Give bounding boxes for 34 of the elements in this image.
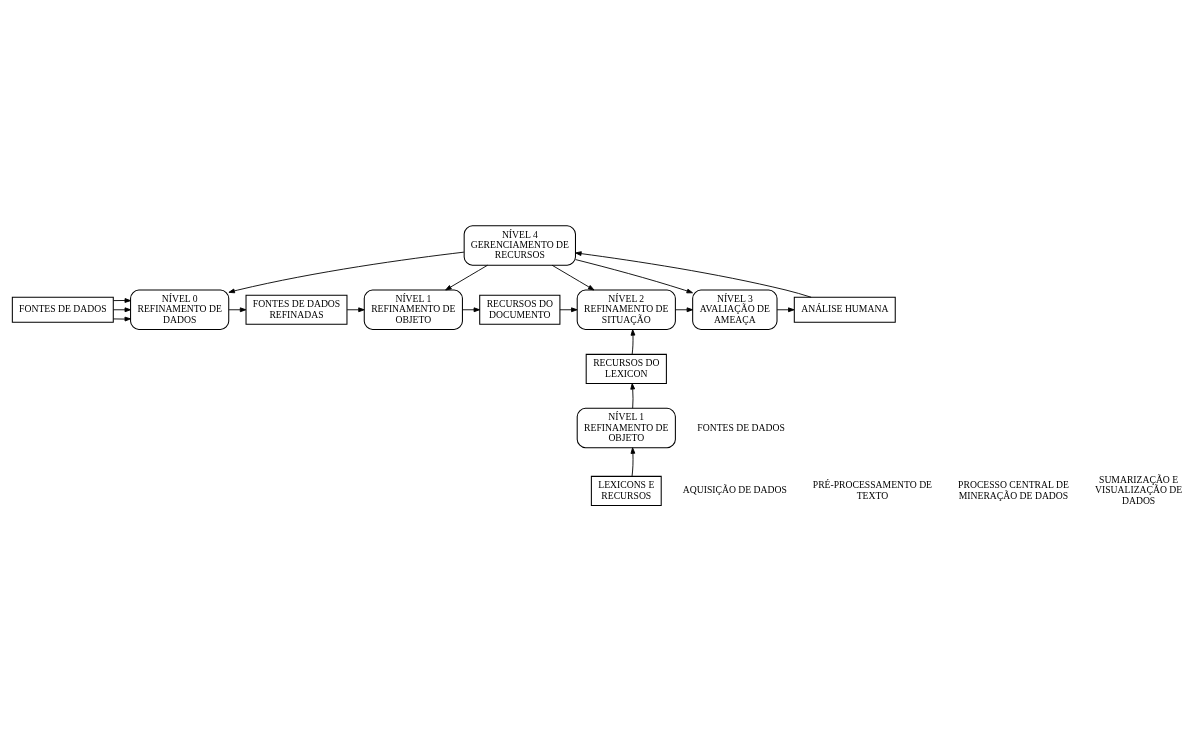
label: PRÉ-PROCESSAMENTO DE TEXTO [812, 478, 933, 501]
node-box: NÍVEL 0 REFINAMENTO DE DADOS [130, 289, 230, 330]
arrow [346, 306, 365, 312]
arrow [551, 264, 595, 290]
arrow [630, 382, 636, 409]
node-box: NÍVEL 4 GERENCIAMENTO DE RECURSOS [463, 224, 576, 266]
node-box: NÍVEL 1 REFINAMENTO DE OBJETO [363, 289, 463, 330]
arrow [228, 251, 465, 293]
node-box: ANÁLISE HUMANA [793, 296, 896, 323]
label: FONTES DE DADOS [697, 421, 785, 433]
node-box: NÍVEL 3 AVALIAÇÃO DE AMEAÇA [692, 289, 778, 330]
arrow [113, 316, 131, 321]
arrow [630, 446, 636, 477]
arrow [776, 306, 795, 312]
arrow [113, 306, 131, 312]
arrow [575, 250, 812, 298]
node-box: RECURSOS DO LEXICON [585, 353, 667, 384]
arrow [228, 306, 247, 312]
label: SUMARIZAÇÃO E VISUALIZAÇÃO DE DADOS [1095, 473, 1183, 506]
arrow [559, 306, 578, 312]
arrow [462, 306, 481, 312]
arrow [113, 297, 131, 303]
node-box: LEXICONS E RECURSOS [590, 475, 662, 506]
node-box: FONTES DE DADOS REFINADAS [245, 294, 348, 325]
node-box: NÍVEL 1 REFINAMENTO DE OBJETO [576, 407, 676, 448]
arrow [575, 258, 693, 293]
arrow [630, 328, 636, 355]
node-box: NÍVEL 2 REFINAMENTO DE SITUAÇÃO [576, 289, 676, 330]
arrow [675, 306, 694, 312]
label: AQUISIÇÃO DE DADOS [682, 483, 787, 495]
node-box: FONTES DE DADOS [11, 296, 114, 323]
label: PROCESSO CENTRAL DE MINERAÇÃO DE DADOS [958, 478, 1069, 501]
arrow [445, 264, 489, 290]
node-box: RECURSOS DO DOCUMENTO [479, 294, 561, 325]
